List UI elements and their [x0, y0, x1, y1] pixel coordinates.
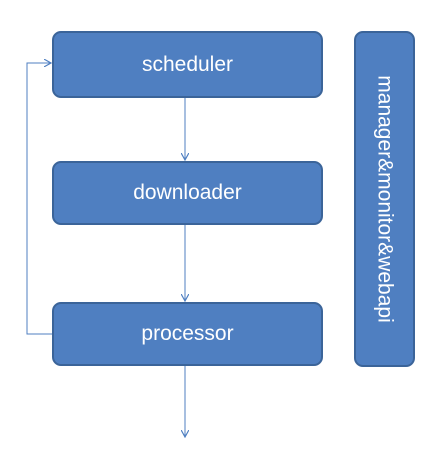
manager-monitor-webapi-node: manager&monitor&webapi [354, 31, 415, 367]
processor-label: processor [141, 322, 234, 345]
processor-node: processor [52, 302, 323, 366]
scheduler-label: scheduler [141, 52, 234, 76]
scheduler-node: scheduler [52, 31, 323, 98]
manager-monitor-webapi-label: manager&monitor&webapi [373, 75, 397, 323]
edge-processor-to-scheduler [26, 63, 52, 335]
downloader-label: downloader [133, 181, 242, 204]
downloader-node: downloader [52, 161, 323, 225]
